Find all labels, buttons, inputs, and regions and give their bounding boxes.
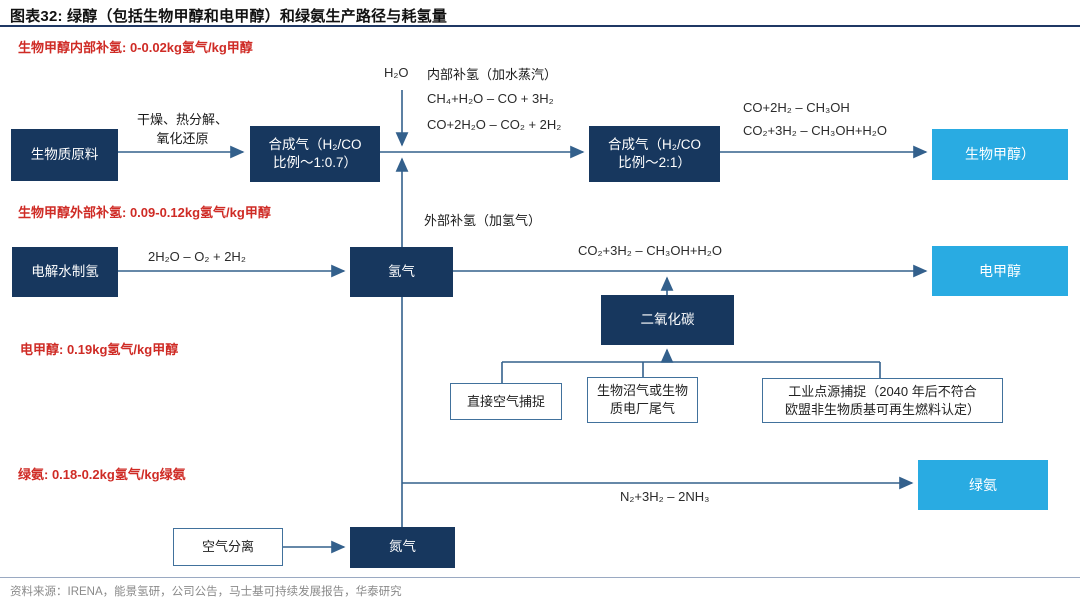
label-rxn-electrolysis: 2H₂O – O₂ + 2H₂ [148,249,246,264]
node-e-methanol: 电甲醇 [932,246,1068,296]
node-syngas-2: 合成气（H₂/CO 比例～2:1） [589,126,720,182]
node-air-separation: 空气分离 [173,528,283,566]
node-direct-air-capture: 直接空气捕捉 [450,383,562,420]
label-rxn-co-meoh: CO+2H₂ – CH₃OH [743,100,850,115]
label-rxn-shift: CO+2H₂O – CO₂ + 2H₂ [427,117,562,132]
node-hydrogen: 氢气 [350,247,453,297]
label-internal-h2: 内部补氢（加水蒸汽） [427,67,558,82]
node-electrolysis: 电解水制氢 [12,247,118,297]
node-co2: 二氧化碳 [601,295,734,345]
title-divider [0,25,1080,27]
label-rxn-ammonia: N₂+3H₂ – 2NH₃ [620,489,710,504]
node-industrial-capture: 工业点源捕捉（2040 年后不符合 欧盟非生物质基可再生燃料认定） [762,378,1003,423]
node-biogas-flue: 生物沼气或生物 质电厂尾气 [587,377,698,423]
node-bio-methanol: 生物甲醇） [932,129,1068,180]
node-biomass: 生物质原料 [11,129,118,181]
note-green-ammonia: 绿氨: 0.18-0.2kg氢气/kg绿氨 [18,467,186,482]
node-nitrogen: 氮气 [350,527,455,568]
note-bio-internal: 生物甲醇内部补氢: 0-0.02kg氢气/kg甲醇 [18,40,253,55]
note-e-methanol: 电甲醇: 0.19kg氢气/kg甲醇 [20,342,179,357]
label-rxn-co2-meoh-mid: CO₂+3H₂ – CH₃OH+H₂O [578,243,722,258]
label-rxn-co2-meoh-top: CO₂+3H₂ – CH₃OH+H₂O [743,123,887,138]
label-drying: 干燥、热分解、 氧化还原 [136,112,228,146]
source-note: 资料来源：IRENA，能景氢研，公司公告，马士基可持续发展报告，华泰研究 [10,586,402,598]
label-external-h2: 外部补氢（加氢气） [424,213,542,228]
node-syngas-1: 合成气（H₂/CO 比例～1:0.7） [250,126,380,182]
label-h2o: H₂O [384,65,409,80]
footer-divider [0,577,1080,578]
label-rxn-reforming: CH₄+H₂O – CO + 3H₂ [427,91,554,106]
note-bio-external: 生物甲醇外部补氢: 0.09-0.12kg氢气/kg甲醇 [18,205,271,220]
node-green-ammonia: 绿氨 [918,460,1048,510]
figure-title: 图表32: 绿醇（包括生物甲醇和电甲醇）和绿氨生产路径与耗氢量 [10,8,448,25]
